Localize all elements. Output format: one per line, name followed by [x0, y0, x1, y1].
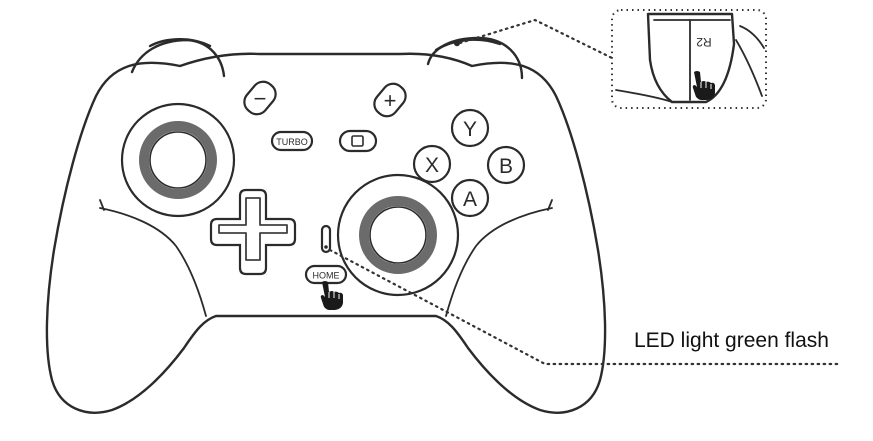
- face-button-y-label: Y: [463, 118, 477, 141]
- r2-leader-line: [458, 18, 614, 60]
- left-thumbstick: [120, 102, 236, 218]
- face-button-a-label: A: [463, 188, 477, 211]
- turbo-label: TURBO: [276, 137, 308, 147]
- r2-inset: R2: [611, 9, 767, 109]
- led-dot: [324, 245, 328, 249]
- face-button-x: [412, 144, 452, 184]
- right-grip-seam: [445, 207, 553, 317]
- face-button-y: [450, 108, 490, 148]
- face-button-b-label: B: [499, 155, 513, 178]
- left-grip-seam: [99, 207, 207, 317]
- led-leader-line: [328, 248, 842, 366]
- led-indicator: [320, 224, 332, 254]
- led-callout-label: LED light green flash: [634, 329, 829, 352]
- right-grip-seam-inner: [547, 199, 553, 211]
- minus-button: [243, 80, 277, 116]
- left-grip-seam-inner: [99, 199, 105, 211]
- face-button-a: [450, 178, 490, 218]
- capture-button: [338, 129, 378, 153]
- controller-body: [45, 52, 607, 414]
- r2-pointing-hand-icon: [692, 71, 715, 100]
- home-label: HOME: [313, 271, 340, 281]
- face-button-x-label: X: [425, 154, 439, 177]
- r2-marker-dot: [453, 39, 461, 47]
- right-bumper: [426, 36, 524, 80]
- plus-button: [373, 82, 407, 118]
- plus-label: +: [384, 88, 397, 113]
- right-thumbstick: [336, 173, 460, 297]
- face-button-b: [486, 145, 526, 185]
- d-pad: [209, 188, 297, 276]
- pointing-hand-icon: [320, 281, 343, 310]
- minus-label: −: [254, 86, 267, 111]
- r2-label: R2: [696, 35, 712, 49]
- turbo-button: [270, 130, 314, 152]
- left-bumper: [130, 38, 226, 78]
